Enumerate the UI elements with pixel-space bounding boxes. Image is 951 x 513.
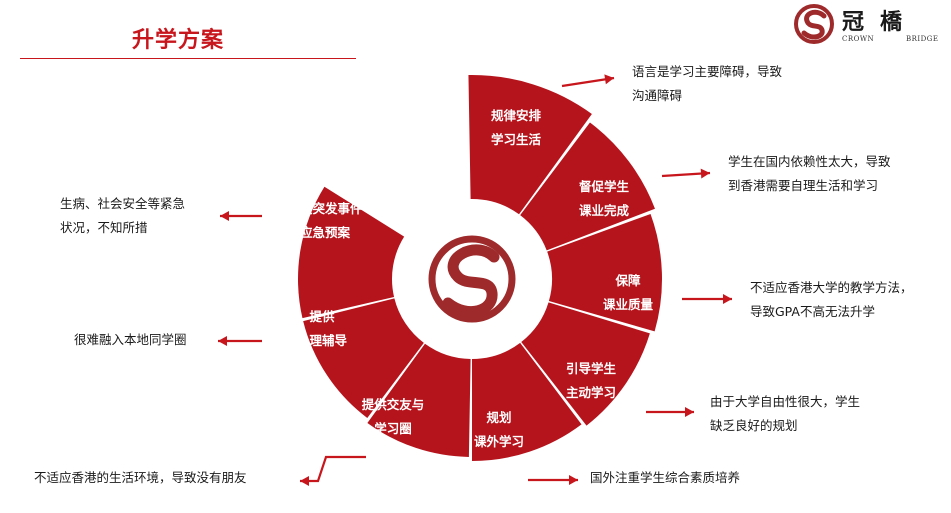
segment-label: 保障课业质量: [603, 269, 653, 317]
spiral-segment: [297, 186, 405, 319]
arrowhead-icon: [723, 294, 732, 304]
segment-label: 督促学生课业完成: [579, 175, 629, 223]
logo-english-left: CROWN: [842, 35, 875, 43]
problem-note: 很难融入本地同学圈: [74, 328, 187, 352]
segment-label: 规律安排学习生活: [491, 104, 541, 152]
arrowhead-icon: [300, 476, 309, 486]
spiral-segment: [521, 302, 650, 426]
segment-label: 规划课外学习: [474, 406, 524, 454]
segment-label-line: 督促学生: [578, 179, 630, 194]
problem-note-line: 很难融入本地同学圈: [74, 332, 187, 347]
segment-label-line: 提供: [309, 309, 335, 324]
problem-note: 生病、社会安全等紧急状况，不知所措: [60, 192, 185, 240]
problem-note-line: 不适应香港的生活环境，导致没有朋友: [34, 470, 247, 485]
arrowhead-icon: [218, 336, 227, 346]
problem-note-line: 到香港需要自理生活和学习: [728, 178, 879, 193]
arrowhead-icon: [569, 475, 578, 485]
segment-label: 提供交友与学习圈: [362, 393, 425, 441]
problem-note-line: 学生在国内依赖性太大，导致: [728, 154, 891, 169]
arrowhead-icon: [700, 168, 710, 179]
title-divider: [20, 58, 356, 59]
logo-english-right: BRIDGE: [906, 35, 939, 43]
spiral-segment: [468, 75, 592, 215]
problem-note-line: 生病、社会安全等紧急: [60, 196, 186, 211]
segment-label-line: 提供突发事件: [287, 201, 363, 216]
segment-label-line: 课外学习: [473, 434, 525, 449]
connector-arrow-line: [300, 455, 366, 483]
segment-label-line: 应急预案: [299, 225, 351, 240]
problem-note: 国外注重学生综合素质培养: [590, 466, 740, 490]
segment-label-line: 课业完成: [578, 203, 630, 218]
brand-logo: 冠橋 CROWN BRIDGE: [794, 4, 944, 48]
problem-note: 由于大学自由性很大，学生缺乏良好的规划: [710, 390, 860, 438]
problem-note: 学生在国内依赖性太大，导致到香港需要自理生活和学习: [728, 150, 891, 198]
problem-note: 语言是学习主要障碍，导致沟通障碍: [632, 60, 782, 108]
segment-label-line: 提供交友与: [361, 397, 425, 412]
logo-chinese-text: 冠橋: [842, 10, 919, 35]
spiral-segment: [520, 122, 655, 251]
arrowhead-icon: [604, 74, 614, 85]
arrowhead-icon: [685, 407, 694, 417]
spiral-segment: [303, 298, 424, 418]
segment-label-line: 保障: [615, 273, 641, 288]
problem-note-line: 由于大学自由性很大，学生: [710, 394, 861, 409]
segment-label: 提供心理辅导: [297, 305, 347, 353]
center-logo-icon: [428, 235, 516, 323]
problem-note-line: 语言是学习主要障碍，导致: [632, 64, 783, 79]
spiral-segment: [547, 214, 662, 332]
problem-note-line: 导致GPA不高无法升学: [750, 304, 875, 319]
segment-label-line: 心理辅导: [296, 333, 348, 348]
segment-label-line: 主动学习: [565, 385, 617, 400]
segment-label: 引导学生主动学习: [566, 357, 616, 405]
segment-label-line: 学习圈: [374, 421, 412, 436]
problem-note-line: 沟通障碍: [632, 88, 683, 103]
segment-label-line: 引导学生: [565, 361, 617, 376]
segment-label-line: 学习生活: [490, 132, 542, 147]
segment-label-line: 规律安排: [490, 108, 542, 123]
logo-mark-icon: [794, 4, 834, 44]
problem-note-line: 缺乏良好的规划: [710, 418, 798, 433]
segment-label-line: 课业质量: [602, 297, 654, 312]
segment-label-line: 规划: [486, 410, 512, 425]
problem-note-line: 国外注重学生综合素质培养: [590, 470, 741, 485]
spiral-segment: [472, 342, 582, 461]
arrowhead-icon: [220, 211, 229, 221]
page-title: 升学方案: [132, 28, 225, 53]
problem-note: 不适应香港的生活环境，导致没有朋友: [34, 466, 247, 490]
problem-note-line: 不适应香港大学的教学方法，: [750, 280, 913, 295]
spiral-segment: [367, 343, 471, 457]
problem-note: 不适应香港大学的教学方法， 导致GPA不高无法升学: [750, 276, 913, 324]
segment-label: 提供突发事件应急预案: [287, 197, 362, 245]
problem-note-line: 状况，不知所措: [60, 220, 148, 235]
